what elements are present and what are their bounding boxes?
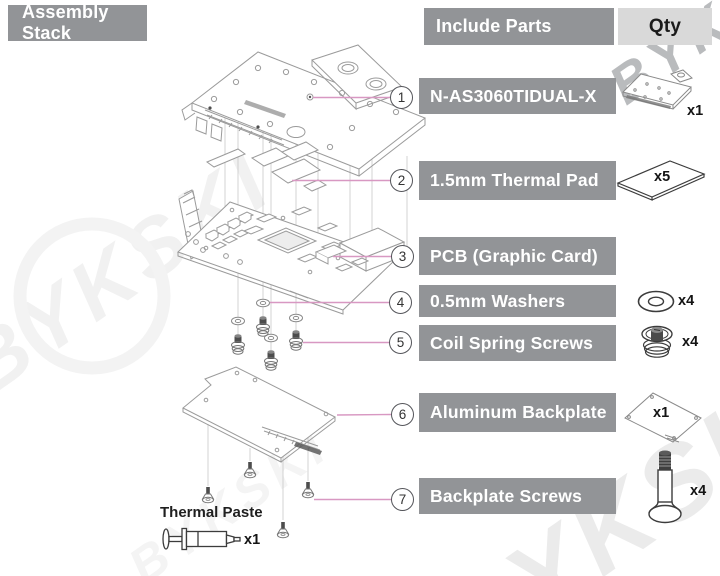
qty-badge: x1 [687, 103, 704, 119]
part-row-label: PCB (Graphic Card) [419, 237, 616, 275]
capacitors [185, 231, 243, 265]
backplate-drawing [182, 366, 336, 463]
part-row-label: 0.5mm Washers [419, 285, 616, 317]
qty-badge: x5 [654, 169, 671, 185]
washer-icon [637, 290, 675, 313]
include-parts-header: Include Parts [424, 8, 614, 45]
thermal-pad-icon [616, 160, 706, 201]
mounting-holes [210, 64, 400, 151]
qty-badge: x4 [678, 293, 695, 309]
callout-circle-6: 6 [391, 403, 414, 426]
callout-lines [270, 96, 392, 501]
spring-screws-drawing [231, 316, 303, 371]
thermal-pads-drawing [205, 141, 328, 192]
vrm-components [204, 211, 255, 250]
washers-drawing [231, 298, 303, 343]
part-row-label: N-AS3060TIDUAL-X [419, 78, 616, 114]
qty-header: Qty [618, 8, 712, 45]
part-row-label: Aluminum Backplate [419, 393, 616, 432]
backplate-screw-icon [648, 450, 682, 524]
part-row-label: Backplate Screws [419, 478, 616, 514]
qty-badge: x4 [690, 483, 707, 499]
pcb-drawing [177, 189, 406, 315]
thermal-paste-qty: x1 [244, 532, 261, 548]
callout-circle-3: 3 [391, 245, 414, 268]
part-row-label: 1.5mm Thermal Pad [419, 161, 616, 200]
qty-badge: x4 [682, 334, 699, 350]
callout-circle-7: 7 [391, 488, 414, 511]
part-row-label: Coil Spring Screws [419, 325, 616, 361]
coil-spring-screw-icon [641, 325, 673, 358]
callout-circle-4: 4 [389, 291, 412, 314]
callout-circle-5: 5 [389, 331, 412, 354]
water-block-icon [622, 69, 693, 110]
callout-circle-1: 1 [390, 86, 413, 109]
qty-badge: x1 [653, 405, 670, 421]
watermark-ring [13, 217, 171, 375]
backplate-screws-drawing [201, 462, 315, 539]
page-title: Assembly Stack [8, 2, 147, 43]
water-block-drawing [181, 44, 427, 177]
thermal-paste-syringe-icon [162, 527, 241, 551]
backplate-icon [624, 392, 702, 443]
callout-circle-2: 2 [390, 169, 413, 192]
thermal-paste-label: Thermal Paste [160, 504, 263, 521]
